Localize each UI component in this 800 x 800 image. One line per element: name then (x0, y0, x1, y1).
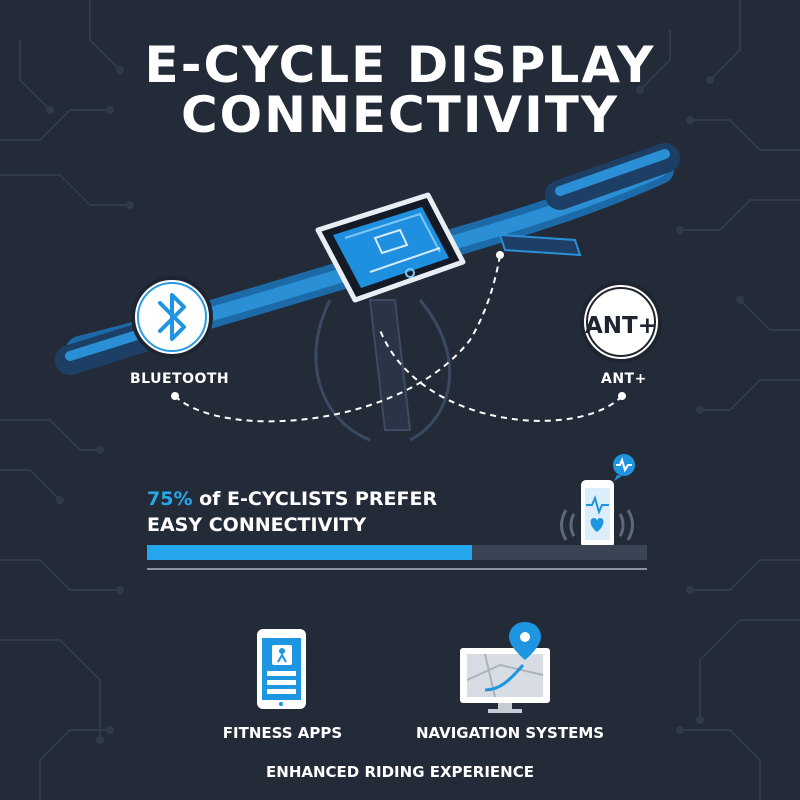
ant-plus-icon (580, 281, 662, 363)
stat-percent: 75% (147, 488, 193, 510)
stat-text: 75% of E-CYCLISTS PREFER EASY CONNECTIVI… (147, 486, 437, 538)
connection-line-bluetooth (174, 254, 501, 423)
progress-bar-fill (147, 545, 472, 560)
feature-label-fitness: FITNESS APPS (222, 724, 343, 742)
bluetooth-label: BLUETOOTH (130, 371, 230, 387)
display-unit (315, 192, 466, 303)
fork (368, 299, 412, 431)
navigation-monitor-icon (460, 622, 550, 713)
fitness-phone-icon (257, 629, 306, 709)
progress-bar (147, 545, 647, 560)
brake-cable (314, 299, 371, 442)
title-line-1: E-CYCLE DISPLAY (144, 36, 656, 94)
brake-lever (498, 233, 582, 257)
stat-line-2: EASY CONNECTIVITY (147, 514, 367, 536)
ant-label: ANT+ (601, 371, 647, 387)
feature-label-navigation: NAVIGATION SYSTEMS (415, 724, 605, 742)
bluetooth-icon (131, 276, 213, 358)
heart-rate-phone-icon (560, 454, 635, 548)
ant-badge-text: ANT+ (584, 313, 657, 339)
stat-line-1: of E-CYCLISTS PREFER (192, 488, 438, 510)
footer-caption: ENHANCED RIDING EXPERIENCE (266, 763, 534, 781)
divider (147, 568, 647, 570)
title-line-2: CONNECTIVITY (180, 86, 620, 144)
connection-line-ant (379, 329, 623, 422)
